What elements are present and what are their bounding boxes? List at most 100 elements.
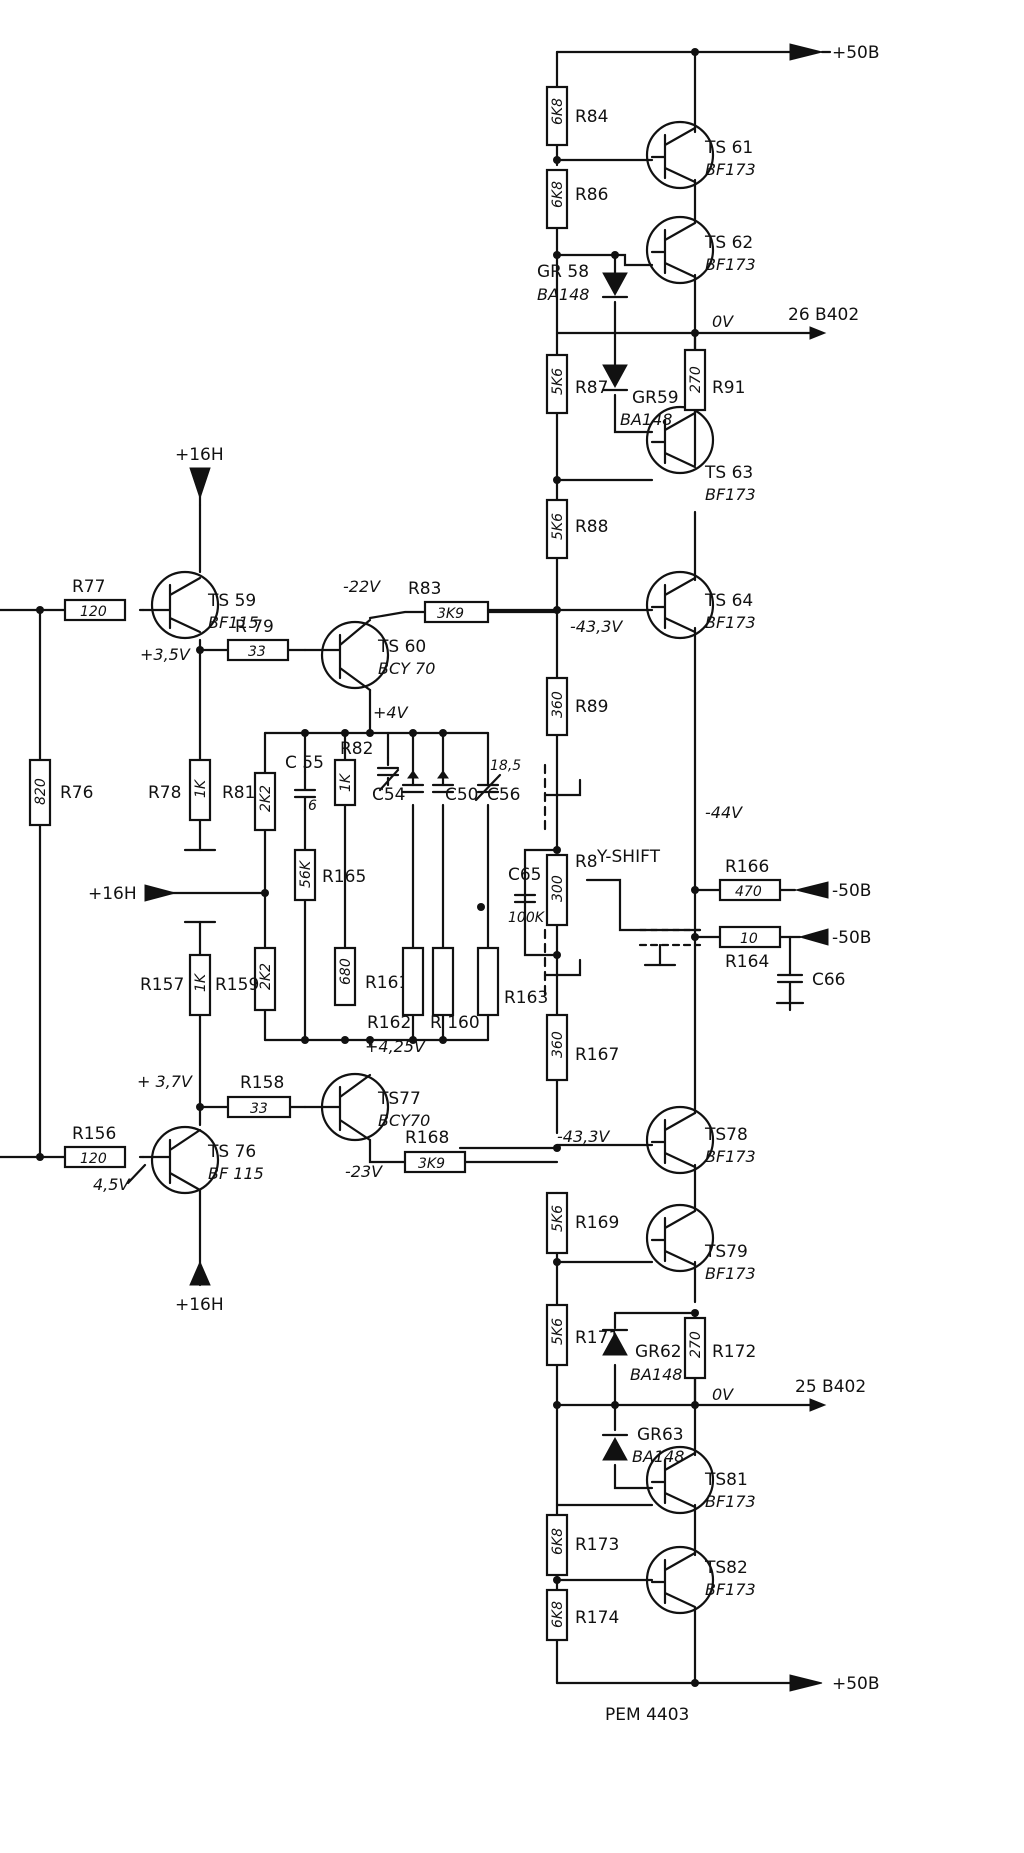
svg-text:BF 115: BF 115 (208, 1164, 264, 1183)
svg-text:R166: R166 (725, 857, 769, 877)
diode-gr63: GR63 BA148 (601, 1425, 684, 1466)
svg-text:+50B: +50B (832, 43, 880, 63)
svg-text:R82: R82 (340, 739, 373, 759)
svg-text:120: 120 (80, 1151, 107, 1167)
svg-text:BF173: BF173 (705, 160, 756, 179)
resistor-r168: 3K9 R168 (403, 1128, 467, 1174)
svg-text:R77: R77 (72, 577, 105, 597)
resistor-r164: 10 R164 (718, 925, 782, 972)
resistor-r78: 1K R78 (148, 758, 212, 822)
capacitor-c55: C 55 6 (285, 753, 324, 814)
svg-text:TS 61: TS 61 (704, 138, 753, 158)
svg-text:R89: R89 (575, 697, 608, 717)
svg-text:+16H: +16H (175, 1295, 224, 1315)
supply-plus16-top: +16H (175, 445, 224, 500)
voltage-labels: -22V -43,3V +3,5V +4V -44V + 3,7V +4,25V… (93, 577, 743, 1725)
svg-text:TS81: TS81 (704, 1470, 748, 1490)
svg-text:R159: R159 (215, 975, 259, 995)
svg-text:R86: R86 (575, 185, 608, 205)
svg-text:3K9: 3K9 (418, 1156, 445, 1172)
junction-dots (36, 48, 699, 1687)
svg-text:BCY 70: BCY 70 (378, 659, 435, 678)
svg-text:5K6: 5K6 (550, 513, 566, 540)
svg-text:BF173: BF173 (705, 1264, 756, 1283)
svg-text:-23V: -23V (345, 1162, 383, 1181)
svg-text:-50B: -50B (832, 881, 871, 901)
transistor-ts78: TS78 BF173 (645, 1105, 756, 1175)
svg-text:5K6: 5K6 (550, 368, 566, 395)
svg-text:TS 62: TS 62 (704, 233, 753, 253)
svg-text:+16H: +16H (88, 884, 137, 904)
transistor-ts79: TS79 BF173 (645, 1203, 756, 1283)
svg-text:GR 58: GR 58 (537, 262, 589, 282)
svg-text:470: 470 (735, 884, 762, 900)
resistor-r77: 120 R77 (63, 577, 127, 622)
svg-text:33: 33 (248, 644, 266, 660)
transistor-ts64: TS 64 BF173 (645, 570, 756, 640)
svg-text:Y-SHIFT: Y-SHIFT (596, 847, 661, 867)
svg-text:R169: R169 (575, 1213, 619, 1233)
svg-text:5K6: 5K6 (550, 1318, 566, 1345)
capacitor-c66: C66 (775, 970, 846, 1005)
svg-text:R174: R174 (575, 1608, 619, 1628)
svg-text:GR62: GR62 (635, 1342, 682, 1362)
svg-text:18,5: 18,5 (490, 758, 521, 774)
svg-text:6K8: 6K8 (550, 98, 566, 125)
resistor-r173: 6K8 R173 (545, 1513, 619, 1577)
svg-text:C 55: C 55 (285, 753, 324, 773)
svg-text:360: 360 (550, 691, 566, 718)
svg-text:TS 76: TS 76 (207, 1142, 256, 1162)
svg-text:R87: R87 (575, 378, 608, 398)
resistor-r171: 5K6 R171 (545, 1303, 619, 1367)
svg-text:R88: R88 (575, 517, 608, 537)
svg-text:120: 120 (80, 604, 107, 620)
resistor-r156: 120 R156 (63, 1124, 127, 1169)
svg-text:R78: R78 (148, 783, 181, 803)
svg-text:R172: R172 (712, 1342, 756, 1362)
svg-text:R173: R173 (575, 1535, 619, 1555)
transistor-ts77: TS77 BCY70 (303, 1072, 430, 1142)
svg-text:4,5V: 4,5V (93, 1175, 130, 1194)
svg-text:-22V: -22V (343, 577, 381, 596)
svg-text:-43,3V: -43,3V (557, 1127, 610, 1146)
svg-text:1K: 1K (193, 972, 209, 992)
resistor-r172: 270 R172 (683, 1316, 756, 1380)
transistor-ts62: TS 62 BF173 (645, 215, 756, 285)
svg-text:C54: C54 (372, 785, 406, 805)
supply-minus50-b: -50B (798, 928, 871, 948)
svg-text:R84: R84 (575, 107, 608, 127)
supply-plus50-bottom: +50B (789, 1674, 880, 1694)
svg-text:26 B402: 26 B402 (788, 305, 859, 325)
svg-text:0V: 0V (712, 312, 734, 331)
svg-text:GR59: GR59 (632, 388, 679, 408)
svg-text:R83: R83 (408, 579, 441, 599)
svg-text:680: 680 (338, 958, 354, 985)
svg-text:+50B: +50B (832, 1674, 880, 1694)
svg-text:BA148: BA148 (630, 1365, 682, 1384)
resistor-r159: 2K2 R159 (215, 946, 277, 1012)
svg-text:-43,3V: -43,3V (570, 617, 623, 636)
svg-text:R 160: R 160 (430, 1013, 480, 1033)
svg-text:BA148: BA148 (620, 410, 672, 429)
svg-text:6K8: 6K8 (550, 1528, 566, 1555)
svg-text:BF173: BF173 (705, 613, 756, 632)
svg-text:6: 6 (308, 798, 317, 814)
svg-text:-44V: -44V (705, 803, 743, 822)
supply-minus50-a: -50B (795, 881, 871, 901)
svg-text:R 79: R 79 (235, 617, 274, 637)
svg-text:BA148: BA148 (632, 1447, 684, 1466)
resistor-r162: R162 (367, 946, 425, 1033)
svg-text:25 B402: 25 B402 (795, 1377, 866, 1397)
supply-plus50-top: +50B (789, 43, 880, 63)
resistor-r160: R 160 (430, 946, 480, 1033)
transistor-ts82: TS82 BF173 (645, 1545, 756, 1615)
svg-text:R156: R156 (72, 1124, 116, 1144)
svg-text:R164: R164 (725, 952, 769, 972)
svg-text:C65: C65 (508, 865, 542, 885)
resistor-r87: 5K6 R87 (545, 353, 608, 415)
svg-text:R157: R157 (140, 975, 184, 995)
resistor-r89: 360 R89 (545, 676, 608, 737)
svg-text:100K: 100K (508, 910, 546, 926)
resistor-r163: R163 (476, 946, 548, 1017)
resistor-r79: 33 R 79 (226, 617, 290, 662)
